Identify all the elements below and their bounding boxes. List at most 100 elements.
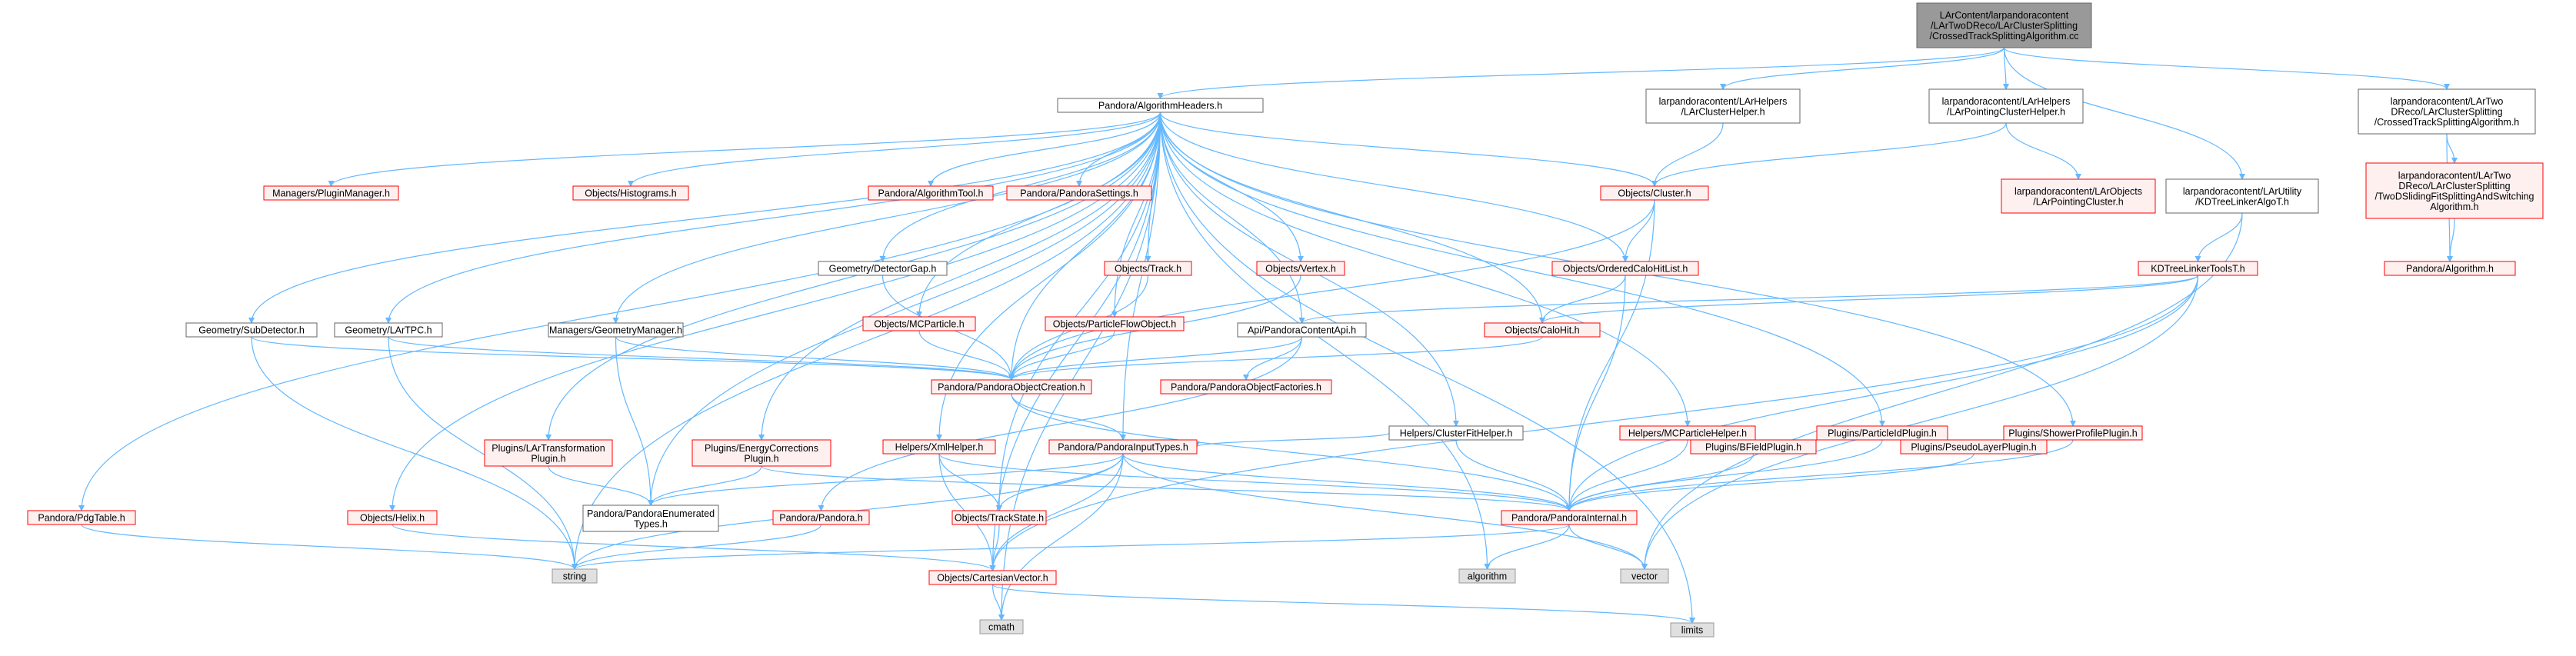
node-twod-label-3: Algorithm.h — [2430, 201, 2478, 212]
node-glt[interactable]: Geometry/LArTPC.h — [334, 322, 443, 338]
node-gdg[interactable]: Geometry/DetectorGap.h — [818, 261, 948, 276]
node-opfo[interactable]: Objects/ParticleFlowObject.h — [1045, 316, 1185, 331]
edge-root-to-algh — [1157, 47, 2005, 99]
edge-algh-to-plt — [545, 112, 1161, 441]
node-pps[interactable]: Pandora/PandoraSettings.h — [1006, 185, 1152, 201]
node-ohel-label-0: Objects/Helix.h — [360, 513, 425, 524]
node-ppid-box — [1816, 425, 1948, 441]
node-psp-box — [2003, 425, 2143, 441]
node-hcf[interactable]: Helpers/ClusterFitHelper.h — [1388, 425, 1524, 441]
node-hxml[interactable]: Helpers/XmlHelper.h — [882, 439, 996, 455]
edge-ppit-to-ocv — [989, 453, 1124, 571]
edge-apca-to-ppan — [818, 336, 1303, 511]
node-lpc[interactable]: larpandoracontent/LArObjects/LArPointing… — [2001, 178, 2156, 214]
node-pbf[interactable]: Plugins/BFieldPlugin.h — [1690, 439, 1817, 455]
node-apca[interactable]: Api/PandoraContentApi.h — [1237, 322, 1367, 338]
edge-gsd-to-str — [251, 336, 578, 570]
edge-kdtools-to-och — [1539, 275, 2199, 324]
node-vec-label-0: vector — [1631, 571, 1658, 582]
node-ppid[interactable]: Plugins/ParticleIdPlugin.h — [1816, 425, 1948, 441]
node-ovx[interactable]: Objects/Vertex.h — [1256, 261, 1345, 276]
node-ppit[interactable]: Pandora/PandoraInputTypes.h — [1048, 439, 1198, 455]
node-lpch-label-0: larpandoracontent/LArHelpers — [1942, 96, 2071, 107]
edge-apca-to-poc — [1008, 336, 1303, 381]
node-ppl-box — [1900, 439, 2048, 455]
node-lpch[interactable]: larpandoracontent/LArHelpers/LArPointing… — [1928, 88, 2084, 124]
node-pat-label-0: Pandora/AlgorithmTool.h — [878, 188, 984, 199]
node-kdtree[interactable]: larpandoracontent/LArUtility/KDTreeLinke… — [2165, 178, 2319, 214]
node-oochl[interactable]: Objects/OrderedCaloHitList.h — [1551, 261, 1699, 276]
edge-kdtools-to-ocv — [989, 275, 2199, 571]
node-och[interactable]: Objects/CaloHit.h — [1484, 322, 1601, 338]
node-hxml-box — [882, 439, 996, 455]
edge-algh-to-str — [572, 112, 1161, 570]
edge-ppi-to-str — [572, 524, 1570, 570]
edge-hmcp-to-ppi — [1566, 439, 1688, 511]
edge-root-to-lcluh — [1720, 47, 2005, 90]
node-algh-box — [1057, 98, 1264, 113]
node-twod-label-0: larpandoracontent/LArTwo — [2398, 170, 2511, 181]
node-ppid-label-0: Plugins/ParticleIdPlugin.h — [1828, 428, 1937, 439]
node-otr[interactable]: Objects/Track.h — [1104, 261, 1192, 276]
node-ppof[interactable]: Pandora/PandoraObjectFactories.h — [1160, 379, 1332, 395]
edge-lcluh-to-ocl — [1651, 122, 1724, 187]
edge-oochl-to-och — [1539, 275, 1626, 324]
node-omcp[interactable]: Objects/MCParticle.h — [862, 316, 976, 331]
edge-algh-to-ocv — [989, 112, 1161, 571]
node-pec-box — [691, 439, 831, 467]
edge-pec-to-ppet — [648, 465, 762, 506]
node-lpch-box — [1928, 88, 2084, 124]
node-ocv[interactable]: Objects/CartesianVector.h — [928, 570, 1057, 585]
node-str: string — [552, 568, 598, 584]
node-gsd[interactable]: Geometry/SubDetector.h — [185, 322, 318, 338]
node-ots[interactable]: Objects/TrackState.h — [951, 510, 1047, 525]
edge-apca-to-ppof — [1243, 336, 1303, 381]
node-ppan[interactable]: Pandora/Pandora.h — [772, 510, 870, 525]
edge-algh-to-apca — [1159, 112, 1305, 324]
node-ppit-label-0: Pandora/PandoraInputTypes.h — [1058, 442, 1188, 453]
node-gsd-box — [185, 322, 318, 338]
node-ohel[interactable]: Objects/Helix.h — [347, 510, 438, 525]
node-oochl-label-0: Objects/OrderedCaloHitList.h — [1563, 264, 1688, 275]
node-ppet-box — [582, 504, 719, 532]
node-opfo-box — [1045, 316, 1185, 331]
node-lcluh-label-0: larpandoracontent/LArHelpers — [1659, 96, 1788, 107]
node-hmcp[interactable]: Helpers/MCParticleHelper.h — [1619, 425, 1756, 441]
node-ppdg[interactable]: Pandora/PdgTable.h — [27, 510, 136, 525]
node-ovx-box — [1256, 261, 1345, 276]
node-str-box — [552, 568, 598, 584]
node-pat[interactable]: Pandora/AlgorithmTool.h — [868, 185, 994, 201]
edge-omcp-to-poc — [918, 330, 1015, 381]
node-poc[interactable]: Pandora/PandoraObjectCreation.h — [931, 379, 1092, 395]
node-ohist[interactable]: Objects/Histograms.h — [572, 185, 689, 201]
node-psp[interactable]: Plugins/ShowerProfilePlugin.h — [2003, 425, 2143, 441]
node-ppi[interactable]: Pandora/PandoraInternal.h — [1501, 510, 1638, 525]
node-mpm-label-0: Managers/PluginManager.h — [272, 188, 390, 199]
node-mgm-box — [548, 322, 684, 338]
node-mgm[interactable]: Managers/GeometryManager.h — [548, 322, 684, 338]
edge-algh-to-gsd — [248, 112, 1161, 324]
node-lcluh[interactable]: larpandoracontent/LArHelpers/LArClusterH… — [1645, 88, 1801, 124]
edge-algh-to-glt — [385, 112, 1161, 324]
node-kdtools[interactable]: KDTreeLinkerToolsT.h — [2138, 261, 2258, 276]
node-lpc-box — [2001, 178, 2156, 214]
node-algh[interactable]: Pandora/AlgorithmHeaders.h — [1057, 98, 1264, 113]
node-ohel-box — [347, 510, 438, 525]
node-hcf-box — [1388, 425, 1524, 441]
node-ctsah[interactable]: larpandoracontent/LArTwoDReco/LArCluster… — [2358, 88, 2536, 135]
edge-algh-to-algo — [1159, 112, 1491, 570]
node-ppan-box — [772, 510, 870, 525]
node-palg-label-0: Pandora/Algorithm.h — [2406, 264, 2494, 275]
node-ppl[interactable]: Plugins/PseudoLayerPlugin.h — [1900, 439, 2048, 455]
node-palg-box — [2384, 261, 2516, 276]
node-mpm[interactable]: Managers/PluginManager.h — [263, 185, 399, 201]
node-twod[interactable]: larpandoracontent/LArTwoDReco/LArCluster… — [2365, 162, 2544, 219]
node-ots-box — [951, 510, 1047, 525]
node-ocl[interactable]: Objects/Cluster.h — [1600, 185, 1709, 201]
node-palg[interactable]: Pandora/Algorithm.h — [2384, 261, 2516, 276]
node-ovx-label-0: Objects/Vertex.h — [1265, 264, 1336, 275]
